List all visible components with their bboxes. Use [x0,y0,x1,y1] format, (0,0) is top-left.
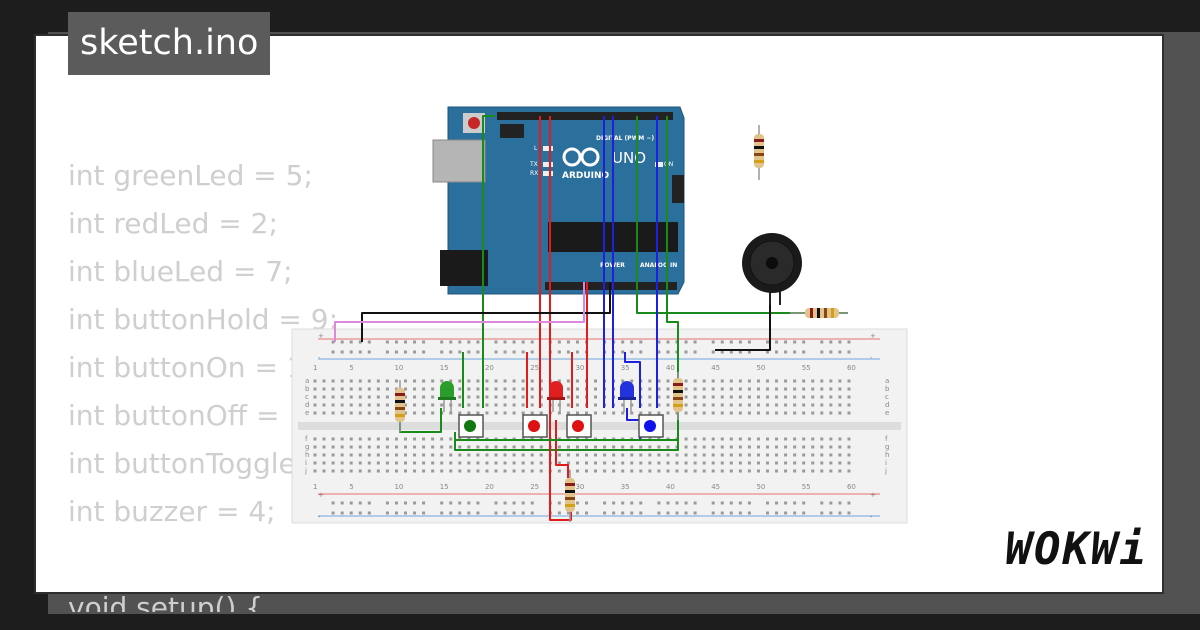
arduino-model: UNO [612,149,646,167]
row-label-right: c [885,393,889,401]
pushbutton-red-2[interactable] [566,414,592,438]
row-label-right: f [885,435,888,443]
resistor-red-led [565,470,575,522]
column-label-top: 35 [621,364,630,372]
pink-wire [334,282,585,342]
column-label-top: 20 [485,364,494,372]
row-label-left: j [304,467,307,475]
buzzer [742,233,802,308]
row-label-left: a [305,377,309,385]
wokwi-logo: WOKWi [1005,524,1148,575]
row-label-right: a [885,377,889,385]
code-line: void setup() { [68,591,264,612]
pushbutton-blue[interactable] [638,414,664,438]
power-jack [440,250,488,286]
row-label-left: d [305,401,309,409]
column-label-bottom: 55 [802,483,811,491]
pushbuttons [458,414,664,438]
led-label-l: L [534,145,538,152]
code-line: int blueLed = 7; [68,255,293,288]
row-label-right: g [885,443,889,451]
column-label-bottom: 40 [666,483,675,491]
row-label-left: e [305,409,309,417]
rail-minus-label: - [870,354,873,362]
column-label-top: 40 [666,364,675,372]
column-label-bottom: 5 [349,483,353,491]
digital-header-label: DIGITAL (PWM ~) [596,135,654,142]
rail-minus-label: - [318,354,321,362]
resistor-green-led [395,380,405,432]
led-label-on: ON [664,161,673,168]
column-label-top: 10 [394,364,403,372]
rail-plus-label: + [870,332,876,340]
column-label-top: 30 [575,364,584,372]
code-line: int redLed = 2; [68,207,278,240]
resistors [395,125,848,522]
column-label-bottom: 45 [711,483,720,491]
row-label-right: i [885,459,887,467]
column-label-top: 60 [847,364,856,372]
column-label-bottom: 30 [575,483,584,491]
column-label-top: 50 [756,364,765,372]
code-line: int buzzer = 4; [68,495,276,528]
row-label-right: j [884,467,887,475]
code-line: int greenLed = 5; [68,159,313,192]
breadboard: 1155101015152020252530303535404045455050… [291,328,908,524]
column-label-top: 45 [711,364,720,372]
resistor-buzzer [790,308,848,318]
column-label-bottom: 15 [440,483,449,491]
pushbutton-green[interactable] [458,414,484,438]
row-label-right: d [885,401,889,409]
led-blue [618,381,636,412]
column-label-top: 15 [440,364,449,372]
column-label-bottom: 50 [756,483,765,491]
led-label-rx: RX [530,170,538,177]
arduino-uno: DIGITAL (PWM ~) POWER ANALOG IN L TX RX … [432,106,685,295]
row-label-left: i [305,459,307,467]
column-label-top: 25 [530,364,539,372]
rail-minus-label: - [318,513,321,521]
led-label-tx: TX [529,161,538,168]
column-label-top: 1 [313,364,317,372]
row-label-left: h [305,451,309,459]
rail-plus-label: + [318,491,324,499]
rail-plus-label: + [318,332,324,340]
column-label-bottom: 35 [621,483,630,491]
arduino-infinity-logo-icon [562,147,600,167]
rail-plus-label: + [870,491,876,499]
resistor-floating [754,125,764,180]
resistor-blue-led [673,372,683,420]
column-label-top: 5 [349,364,353,372]
arduino-brand: ARDUINO [562,171,610,181]
leds [438,381,636,412]
led-green [438,381,456,412]
row-label-left: c [305,393,309,401]
breadboard-labels: 1155101015152020252530303535404045455050… [304,332,890,521]
column-label-top: 55 [802,364,811,372]
column-label-bottom: 1 [313,483,317,491]
row-label-left: f [305,435,308,443]
column-label-bottom: 20 [485,483,494,491]
black-wires [361,282,771,351]
row-label-left: b [305,385,310,393]
filename-tab[interactable]: sketch.ino [68,12,271,75]
row-label-left: g [305,443,309,451]
usb-port [432,139,486,183]
analog-label: ANALOG IN [640,262,677,269]
column-label-bottom: 10 [394,483,403,491]
code-line: int buttonHold = 9; [68,303,339,336]
rail-minus-label: - [870,513,873,521]
row-label-right: b [885,385,890,393]
digital-header [497,112,673,120]
column-label-bottom: 25 [530,483,539,491]
column-label-bottom: 60 [847,483,856,491]
row-label-right: e [885,409,889,417]
pushbutton-red-1[interactable] [522,414,548,438]
led-red [547,381,565,412]
row-label-right: h [885,451,889,459]
